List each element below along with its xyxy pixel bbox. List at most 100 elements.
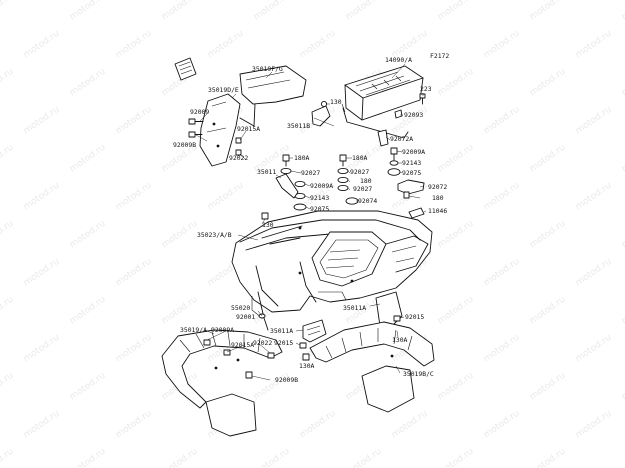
watermark-text: motod.ru <box>114 257 154 289</box>
watermark-text: motod.ru <box>0 295 16 327</box>
watermark-text: motod.ru <box>0 143 16 175</box>
label-92075-m: 92075 <box>310 205 329 213</box>
label-92027-l: 92027 <box>301 169 320 177</box>
watermark-text: motod.ru <box>252 0 292 22</box>
watermark-text: motod.ru <box>574 105 614 137</box>
watermark-text: motod.ru <box>528 219 568 251</box>
label-35011b: 35011B <box>287 122 310 130</box>
label-92143-m: 92143 <box>310 194 329 202</box>
watermark-text: motod.ru <box>0 67 16 99</box>
part-labels: F2172 14090/A 223 92093 35019F/G 35019D/… <box>173 52 449 384</box>
label-35019bc: 35019B/C <box>403 370 434 378</box>
label-92009a-bl: 92009A <box>211 326 234 334</box>
label-92009a-m: 92009A <box>310 182 333 190</box>
watermark-text: motod.ru <box>436 295 476 327</box>
label-92027-r2: 92027 <box>353 185 372 193</box>
mudguard-left-35019a <box>161 329 283 437</box>
bracket-35011 <box>275 173 299 199</box>
watermark-text: motod.ru <box>482 333 522 365</box>
watermark-text: motod.ru <box>574 29 614 61</box>
watermark-text: motod.ru <box>68 371 108 403</box>
label-92001: 92001 <box>236 313 255 321</box>
label-35011a-r: 35011A <box>343 304 366 312</box>
label-92072: 92072 <box>428 183 447 191</box>
diagram-code: F2172 <box>430 52 449 60</box>
leader-lines <box>195 63 427 381</box>
label-14090a: 14090/A <box>385 56 412 64</box>
watermark-text: motod.ru <box>298 29 338 61</box>
strap-92072a <box>377 129 389 147</box>
label-92072a: 92072A <box>390 135 413 143</box>
watermark-text: motod.ru <box>160 295 200 327</box>
watermark-text: motod.ru <box>22 105 62 137</box>
watermark-text: motod.ru <box>68 67 108 99</box>
watermark-text: motod.ru <box>206 29 246 61</box>
watermark-text: motod.ru <box>68 143 108 175</box>
guard-35019de <box>199 93 241 167</box>
label-92075-r: 92075 <box>402 169 421 177</box>
label-92009-left: 92009 <box>190 108 209 116</box>
label-92015a-top: 92015A <box>237 125 260 133</box>
label-35011a-m: 35011A <box>270 327 293 335</box>
watermark-text: motod.ru <box>68 295 108 327</box>
watermark-text: motod.ru <box>436 143 476 175</box>
watermark-text: motod.ru <box>436 447 476 468</box>
clip-92093 <box>394 109 403 119</box>
mid-mount-stack-left <box>280 154 307 211</box>
label-180-m: 180 <box>360 177 372 185</box>
label-92009b-bl: 92009B <box>275 376 298 384</box>
watermark-text: motod.ru <box>160 0 200 22</box>
watermark-text: motod.ru <box>528 0 568 22</box>
right-mount-stack-2 <box>397 179 425 219</box>
label-92015a-bl: 92015A <box>231 341 254 349</box>
watermark-text: motod.ru <box>482 29 522 61</box>
label-130-top: 130 <box>330 98 342 106</box>
label-92022-bl: 92022 <box>253 339 272 347</box>
label-180a-l: 180A <box>294 154 310 162</box>
watermark-text: motod.ru <box>160 447 200 468</box>
label-92074: 92074 <box>358 197 377 205</box>
label-223: 223 <box>420 85 432 93</box>
watermark-text: motod.ru <box>22 29 62 61</box>
watermark-text: motod.ru <box>68 0 108 22</box>
label-130a-m: 130A <box>299 362 315 370</box>
bracket-35011b <box>311 100 331 127</box>
label-180a-r: 180A <box>352 154 368 162</box>
watermark-text: motod.ru <box>620 0 625 22</box>
watermark-text: motod.ru <box>620 67 625 99</box>
watermark-text: motod.ru <box>620 143 625 175</box>
watermark-text: motod.ru <box>620 447 625 468</box>
watermark-text: motod.ru <box>528 447 568 468</box>
mudflap-35019fg <box>239 65 307 127</box>
watermark-text: motod.ru <box>344 447 384 468</box>
mudguard-right-35019bc <box>309 321 435 413</box>
label-130-mid: 130 <box>262 221 274 229</box>
label-92022-top: 92022 <box>229 154 248 162</box>
label-92009b-left: 92009B <box>173 141 196 149</box>
label-92015-r: 92015 <box>405 313 424 321</box>
nut-130-mid <box>261 212 269 220</box>
watermark-text: motod.ru <box>0 447 16 468</box>
watermark-text: motod.ru <box>114 105 154 137</box>
watermark-text: motod.ru <box>620 371 625 403</box>
bolts-left-upper <box>188 118 242 156</box>
watermark-text: motod.ru <box>114 333 154 365</box>
label-92143-r: 92143 <box>402 159 421 167</box>
label-92093: 92093 <box>404 111 423 119</box>
watermark-text: motod.ru <box>114 181 154 213</box>
watermark-text: motod.ru <box>436 0 476 22</box>
watermark-text: motod.ru <box>528 371 568 403</box>
right-mount-stack <box>387 147 401 176</box>
bolt-223 <box>419 93 426 105</box>
watermark-text: motod.ru <box>0 219 16 251</box>
watermark-text: motod.ru <box>252 447 292 468</box>
watermark-text: motod.ru <box>528 143 568 175</box>
watermark-text: motod.ru <box>574 181 614 213</box>
watermark-text: motod.ru <box>160 219 200 251</box>
watermark-text: motod.ru <box>528 67 568 99</box>
watermark-text: motod.ru <box>482 257 522 289</box>
label-92015-m: 92015 <box>274 339 293 347</box>
label-180-r: 180 <box>432 194 444 202</box>
label-35019fg: 35019F/G <box>252 65 283 73</box>
watermark-text: motod.ru <box>390 105 430 137</box>
